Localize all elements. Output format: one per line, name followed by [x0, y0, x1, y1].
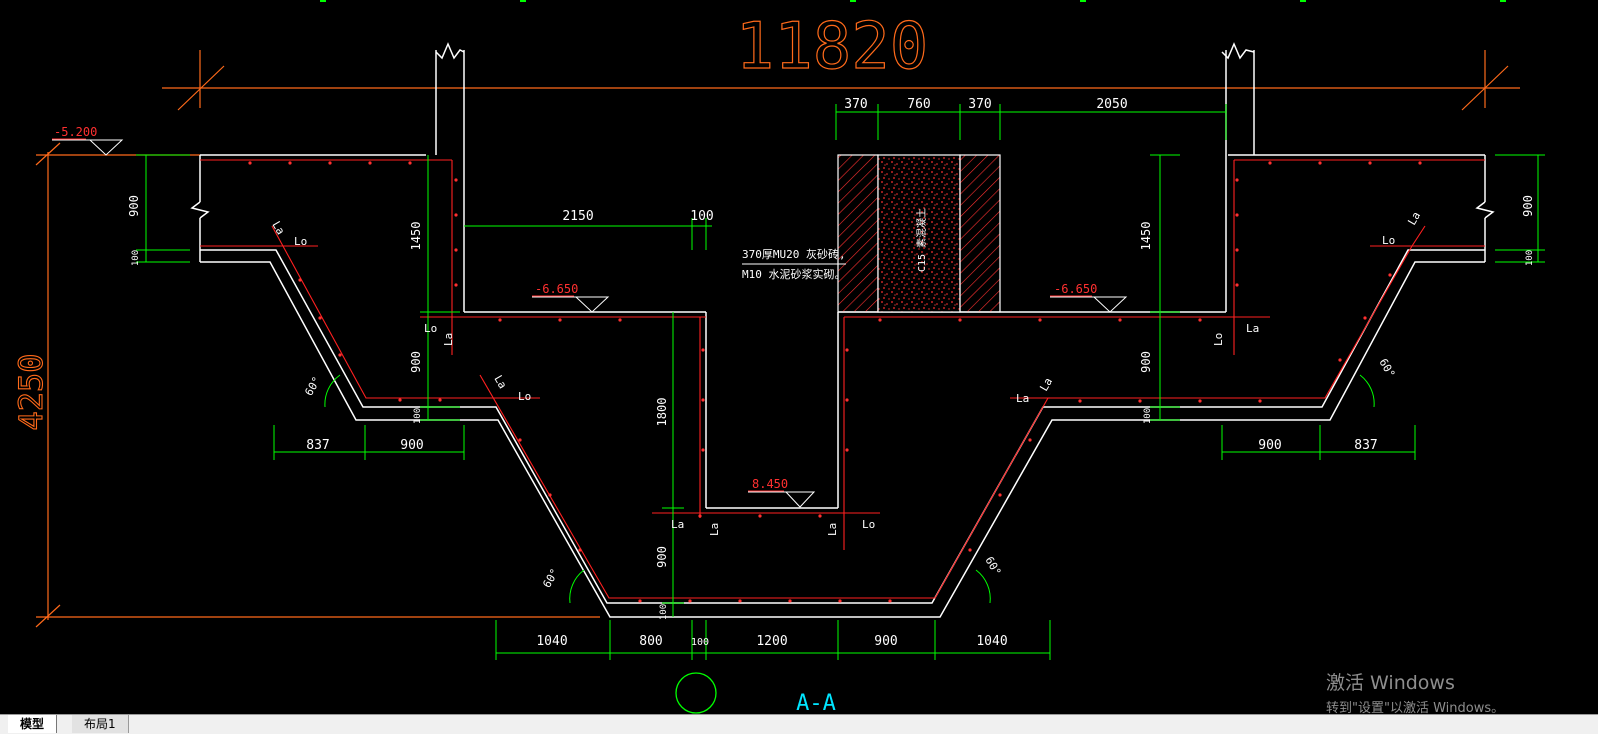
svg-text:Lo: Lo [424, 322, 437, 335]
dimension-labels: 370 760 370 2050 2150 100 837 900 900 83… [306, 97, 1377, 649]
overall-height-dimension [35, 142, 600, 628]
bottom-dim-100: 100 [691, 637, 709, 648]
material-note-line1: 370厚MU20 灰砂砖, [742, 247, 846, 261]
anchor-labels: Lo La Lo La Lo La La La La Lo La La La L… [269, 210, 1423, 536]
tab-layout1[interactable]: 布局1 [72, 715, 129, 733]
svg-text:La: La [1037, 376, 1055, 394]
svg-text:La: La [671, 518, 684, 531]
bottom-dim-1040b: 1040 [976, 634, 1007, 649]
svg-text:60°: 60° [302, 374, 323, 398]
cad-drawing-canvas[interactable]: 11820 4250 [0, 0, 1598, 714]
bottom-dim-900: 900 [874, 634, 897, 649]
svg-text:La: La [826, 523, 839, 536]
tab-model[interactable]: 模型 [8, 715, 58, 733]
svg-text:900: 900 [127, 195, 141, 217]
svg-text:Lo: Lo [1212, 333, 1225, 346]
svg-text:La: La [442, 333, 455, 346]
svg-text:La: La [269, 219, 287, 237]
rebar-dots [248, 161, 1422, 603]
elevation-labels: -5.200 -6.650 -6.650 8.450 [54, 125, 1097, 491]
svg-text:60°: 60° [540, 566, 561, 590]
svg-text:100: 100 [1143, 408, 1153, 424]
windows-activation-watermark: 激活 Windows 转到"设置"以激活 Windows。 [1326, 668, 1504, 716]
svg-text:La: La [1405, 210, 1423, 228]
svg-text:1450: 1450 [1139, 222, 1153, 251]
svg-text:La: La [491, 373, 509, 391]
elevation-center: 8.450 [752, 477, 788, 491]
angle-arcs [324, 374, 1375, 604]
fill-material-label: C15 素混凝土 [915, 208, 928, 272]
top-dim-370a: 370 [844, 97, 867, 112]
svg-text:100: 100 [1525, 250, 1535, 266]
material-note-line2: M10 水泥砂浆实砌。 [742, 267, 846, 281]
svg-text:900: 900 [409, 351, 423, 373]
svg-text:Lo: Lo [518, 390, 531, 403]
svg-text:La: La [1246, 322, 1259, 335]
svg-text:Lo: Lo [862, 518, 875, 531]
mid-dim-2150: 2150 [562, 209, 593, 224]
mid-dim-100: 100 [690, 209, 713, 224]
section-label: A-A [796, 691, 836, 714]
bottom-dim-1200: 1200 [756, 634, 787, 649]
top-dim-760: 760 [907, 97, 930, 112]
vertical-dimension-labels: 900 100 900 100 1450 900 100 1450 900 10… [127, 195, 1535, 620]
svg-text:100: 100 [413, 408, 423, 424]
elevation-underlines [52, 138, 1092, 492]
svg-text:900: 900 [1139, 351, 1153, 373]
svg-text:900: 900 [655, 546, 669, 568]
right-dim-837: 837 [1354, 438, 1377, 453]
elevation-mid-right: -6.650 [1054, 282, 1097, 296]
elevation-left: -5.200 [54, 125, 97, 139]
svg-text:1450: 1450 [409, 222, 423, 251]
masonry-block [837, 154, 1001, 313]
top-dim-2050: 2050 [1096, 97, 1127, 112]
angle-labels: 60° 60° 60° 60° [302, 356, 1397, 590]
top-edge-markers [320, 0, 1506, 2]
watermark-line2: 转到"设置"以激活 Windows。 [1326, 701, 1505, 716]
section-symbol-circle [675, 672, 717, 714]
watermark-line1: 激活 Windows [1326, 672, 1455, 694]
bottom-dim-1040a: 1040 [536, 634, 567, 649]
dimension-lines [136, 104, 1545, 660]
channel-outline [190, 42, 1495, 618]
overall-width-dimension [162, 50, 1520, 111]
svg-text:900: 900 [1521, 195, 1535, 217]
bottom-dim-800: 800 [639, 634, 662, 649]
svg-text:Lo: Lo [1382, 234, 1395, 247]
svg-text:La: La [708, 523, 721, 536]
left-dim-837: 837 [306, 438, 329, 453]
svg-text:60°: 60° [982, 554, 1003, 578]
overall-width-label: 11820 [736, 10, 929, 84]
svg-text:100: 100 [659, 604, 669, 620]
layout-tab-bar: 模型 布局1 [0, 714, 1598, 734]
svg-text:Lo: Lo [294, 235, 307, 248]
svg-text:La: La [1016, 392, 1029, 405]
elevation-mid-left: -6.650 [535, 282, 578, 296]
left-dim-900: 900 [400, 438, 423, 453]
rebar-lines [200, 159, 1485, 599]
elevation-markers [52, 139, 1128, 508]
overall-height-label: 4250 [12, 353, 50, 430]
svg-text:60°: 60° [1376, 356, 1397, 380]
right-dim-900: 900 [1258, 438, 1281, 453]
svg-text:1800: 1800 [655, 398, 669, 427]
top-dim-370b: 370 [968, 97, 991, 112]
svg-text:100: 100 [131, 250, 141, 266]
